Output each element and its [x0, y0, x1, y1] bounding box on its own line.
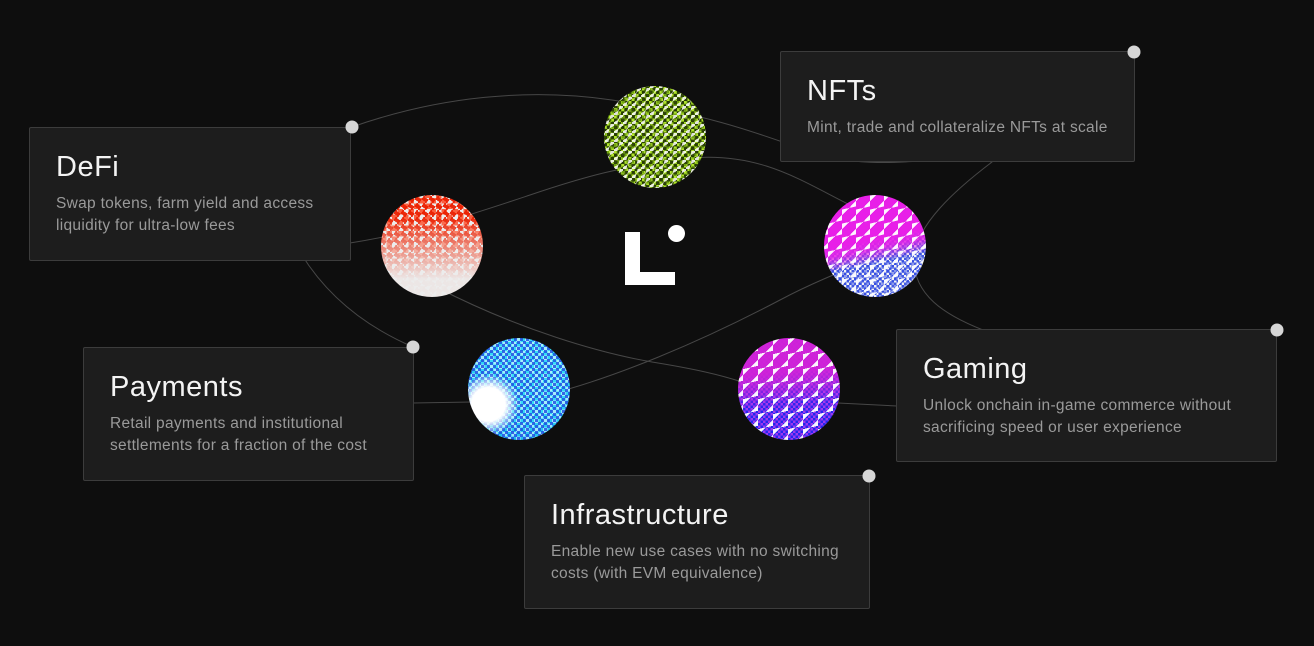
gaming-sphere [824, 195, 926, 297]
card-nfts[interactable]: NFTs Mint, trade and collateralize NFTs … [780, 51, 1135, 162]
card-infrastructure[interactable]: Infrastructure Enable new use cases with… [524, 475, 870, 609]
defi-sphere [381, 195, 483, 297]
infrastructure-sphere [738, 338, 840, 440]
card-gaming[interactable]: Gaming Unlock onchain in-game commerce w… [896, 329, 1277, 462]
card-gaming-description: Unlock onchain in-game commerce without … [923, 396, 1232, 436]
anchor-dot-defi [345, 120, 359, 134]
logo-l-vertical [625, 232, 640, 285]
anchor-dot-nfts [1127, 45, 1141, 59]
card-infrastructure-description: Enable new use cases with no switching c… [551, 542, 839, 582]
card-payments-title: Payments [110, 371, 243, 403]
card-defi-title: DeFi [56, 151, 120, 183]
connector-payments-sphere [412, 401, 473, 404]
orbit-arc-blue-magenta [542, 261, 866, 397]
anchor-dot-gaming [1270, 323, 1284, 337]
card-nfts-description: Mint, trade and collateralize NFTs at sc… [807, 118, 1108, 136]
card-payments[interactable]: Payments Retail payments and institution… [83, 347, 414, 481]
card-payments-description: Retail payments and institutional settle… [110, 414, 367, 454]
payments-sphere [468, 338, 570, 440]
nfts-sphere [604, 86, 706, 188]
card-gaming-title: Gaming [923, 353, 1028, 385]
anchor-dot-infrastructure [862, 469, 876, 483]
card-defi-description: Swap tokens, farm yield and access liqui… [56, 194, 314, 234]
card-nfts-title: NFTs [807, 75, 877, 107]
card-infrastructure-title: Infrastructure [551, 499, 729, 531]
card-defi[interactable]: DeFi Swap tokens, farm yield and access … [29, 127, 351, 261]
anchor-dot-payments [406, 340, 420, 354]
connector-sphere-gaming [837, 402, 898, 407]
orbit-arc-red-purple [437, 287, 749, 385]
logo-dot [668, 225, 685, 242]
logo-l-horizontal [625, 272, 675, 285]
linea-logo [605, 210, 705, 300]
